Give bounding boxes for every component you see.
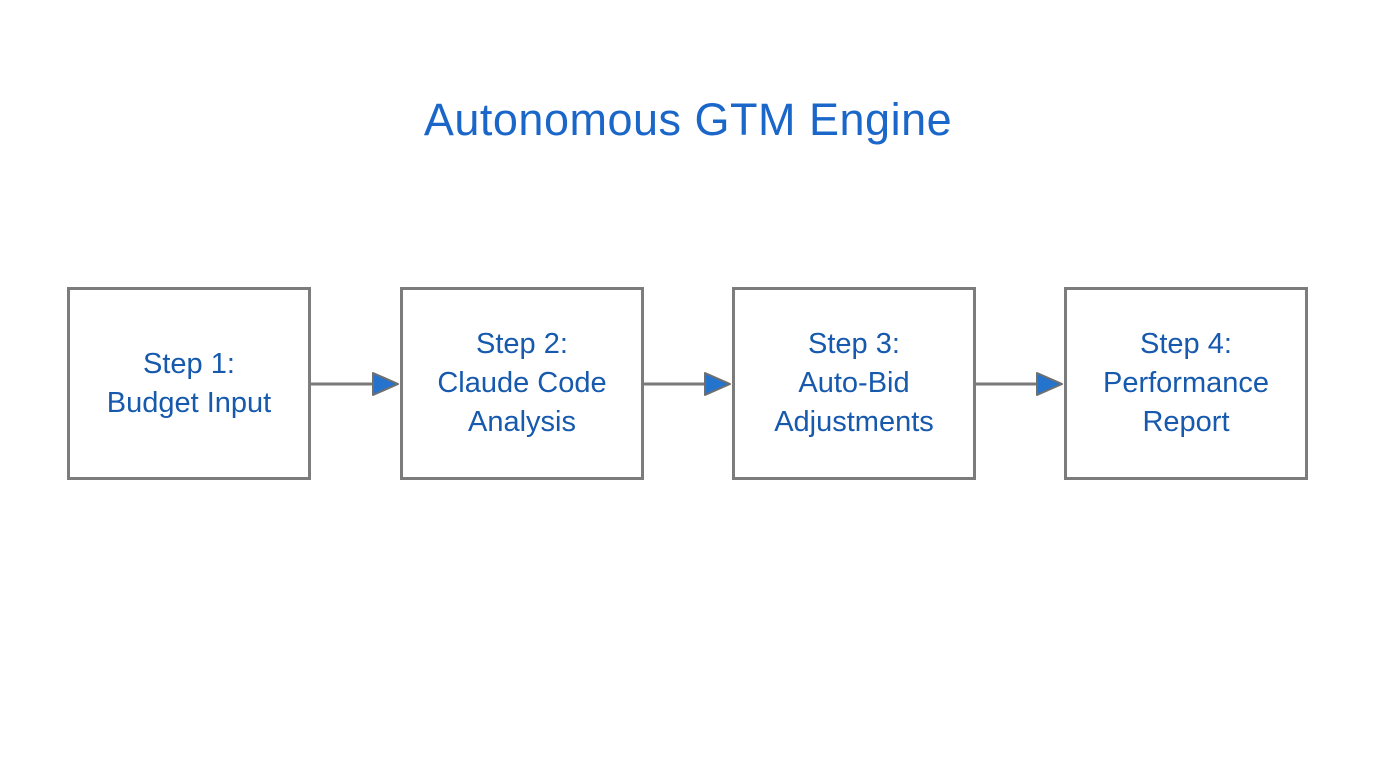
flow-step-3-box: Step 3: Auto-Bid Adjustments bbox=[732, 287, 976, 480]
flow-step-1-box: Step 1: Budget Input bbox=[67, 287, 311, 480]
flow-step-2-label: Step 2: Claude Code Analysis bbox=[437, 328, 607, 438]
arrow-right-icon bbox=[975, 372, 1063, 396]
flow-step-3-label: Step 3: Auto-Bid Adjustments bbox=[774, 328, 934, 438]
flow-step-1-label: Step 1: Budget Input bbox=[106, 347, 272, 419]
flow-step-4-label: Step 4: Performance Report bbox=[1102, 328, 1269, 438]
flow-step-4-box: Step 4: Performance Report bbox=[1064, 287, 1308, 480]
diagram-title: Autonomous GTM Engine bbox=[423, 94, 953, 145]
arrow-right-icon bbox=[643, 372, 731, 396]
flow-step-2-box: Step 2: Claude Code Analysis bbox=[400, 287, 644, 480]
arrow-right-icon bbox=[311, 372, 399, 396]
